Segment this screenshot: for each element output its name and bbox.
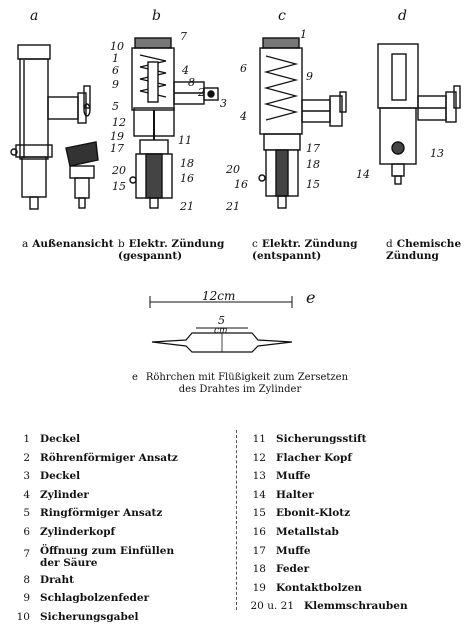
tube-e-drawing <box>149 296 293 353</box>
callout-b-11: 11 <box>178 134 192 147</box>
callout-b-16: 16 <box>180 172 194 185</box>
callout-b-7: 7 <box>180 30 187 43</box>
callout-c-9: 9 <box>306 70 313 83</box>
callout-c-1: 1 <box>300 28 307 41</box>
callout-b-2: 2 <box>198 86 205 99</box>
callout-c-15: 15 <box>306 178 320 191</box>
panel-a-letter: a <box>30 8 39 24</box>
tube-note-line2: des Drahtes im Zylinder <box>178 384 302 395</box>
callout-b-17: 17 <box>110 142 124 155</box>
panel-a-drawing <box>10 44 99 210</box>
callout-b-6: 6 <box>112 64 119 77</box>
panel-c-letter: c <box>278 8 286 24</box>
panel-b-drawing <box>129 37 219 209</box>
panel-d-letter: d <box>398 8 407 24</box>
panel-c-drawing <box>258 37 347 209</box>
callout-b-18: 18 <box>180 157 194 170</box>
callout-b-19: 19 <box>110 130 124 143</box>
callout-b-15: 15 <box>112 180 126 193</box>
callout-c-18: 18 <box>306 158 320 171</box>
callout-c-20: 20 <box>226 163 240 176</box>
tube-note-key: e <box>131 372 138 383</box>
tube-inner-unit: cm <box>214 326 228 336</box>
tube-length-label: 12cm <box>202 289 236 303</box>
callout-b-9: 9 <box>112 78 119 91</box>
callout-b-21: 21 <box>180 200 194 213</box>
callout-b-8: 8 <box>188 76 195 89</box>
callout-d-13: 13 <box>430 147 444 160</box>
callout-c-16: 16 <box>234 178 248 191</box>
callout-b-5: 5 <box>112 100 119 113</box>
tube-note: e Röhrchen mit Flüßigkeit zum Zersetzen d… <box>110 372 370 396</box>
tube-inner-label: 5 <box>218 314 225 327</box>
tube-letter: e <box>306 288 316 307</box>
callout-b-1: 1 <box>112 52 119 65</box>
panel-d-drawing <box>377 43 461 185</box>
callout-b-20: 20 <box>112 164 126 177</box>
callout-b-3: 3 <box>220 97 227 110</box>
callout-c-17: 17 <box>306 142 320 155</box>
callout-c-4: 4 <box>240 110 247 123</box>
callout-c-6: 6 <box>240 62 247 75</box>
legend-divider <box>236 430 237 610</box>
callout-d-14: 14 <box>356 168 370 181</box>
tube-note-line1: Röhrchen mit Flüßigkeit zum Zersetzen <box>145 372 349 383</box>
callout-c-21: 21 <box>226 200 240 213</box>
panel-b-letter: b <box>152 8 161 24</box>
callout-b-4: 4 <box>182 64 189 77</box>
callout-b-10: 10 <box>110 40 124 53</box>
callout-b-12: 12 <box>112 116 126 129</box>
